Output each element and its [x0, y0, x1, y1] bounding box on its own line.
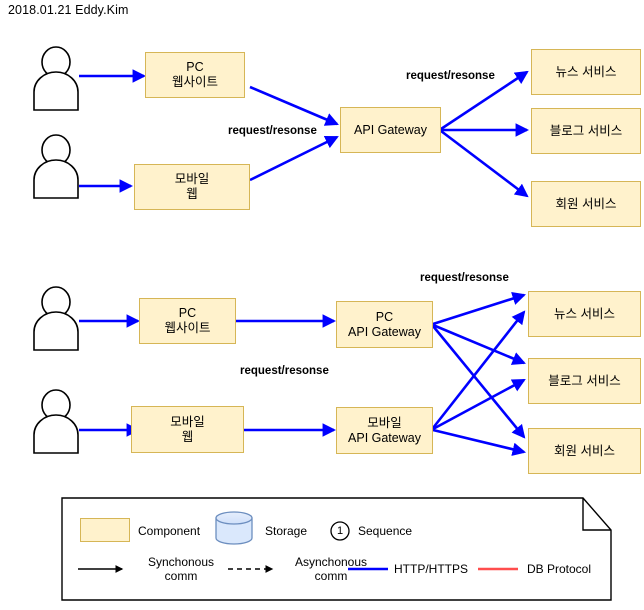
- legend-label-http: HTTP/HTTPS: [394, 562, 468, 576]
- node-mobile-web[interactable]: 모바일 웹: [134, 164, 250, 210]
- legend-label-db: DB Protocol: [527, 562, 592, 576]
- component-swatch: [80, 518, 130, 542]
- node-line: 뉴스 서비스: [554, 306, 615, 321]
- node-line: 웹: [181, 429, 194, 444]
- node-mobile-web[interactable]: 모바일 웹: [131, 406, 244, 453]
- legend-label-async: Asynchonous comm: [294, 555, 368, 583]
- legend-label-sequence: Sequence: [358, 524, 413, 538]
- actor-pc-user: [33, 46, 79, 111]
- node-member-service[interactable]: 회원 서비스: [528, 428, 641, 474]
- legend-label-component: Component: [138, 524, 201, 538]
- node-line: PC: [375, 309, 394, 324]
- node-pc-website[interactable]: PC 웹사이트: [145, 52, 245, 98]
- legend-frame: [61, 497, 612, 601]
- edge-group-top: [79, 69, 530, 198]
- legend-label-storage: Storage: [265, 524, 308, 538]
- edge-group-bottom: [79, 292, 527, 456]
- node-mobile-api-gateway[interactable]: 모바일 API Gateway: [336, 407, 433, 454]
- node-pc-website[interactable]: PC 웹사이트: [139, 298, 236, 344]
- node-line: API Gateway: [348, 324, 421, 339]
- node-line: 블로그 서비스: [548, 373, 621, 388]
- node-line: 모바일: [170, 414, 205, 429]
- node-line: 회원 서비스: [555, 196, 617, 211]
- node-line: 블로그 서비스: [549, 123, 623, 138]
- edge-label-gateway-service: request/resonse: [420, 272, 509, 284]
- sequence-circle-icon: [330, 521, 350, 541]
- node-line: 뉴스 서비스: [555, 64, 617, 79]
- node-line: 회원 서비스: [554, 443, 615, 458]
- node-line: 웹: [186, 187, 198, 201]
- node-line: 모바일: [174, 172, 210, 186]
- legend-label-sync: Synchonous comm: [147, 555, 215, 583]
- node-member-service[interactable]: 회원 서비스: [531, 181, 641, 227]
- edge-label-client-gateway: request/resonse: [228, 125, 317, 137]
- node-line: API Gateway: [354, 122, 427, 137]
- node-news-service[interactable]: 뉴스 서비스: [528, 291, 641, 337]
- edge-label-client-gateway: request/resonse: [240, 365, 329, 377]
- node-pc-api-gateway[interactable]: PC API Gateway: [336, 301, 433, 348]
- node-blog-service[interactable]: 블로그 서비스: [528, 358, 641, 404]
- node-api-gateway[interactable]: API Gateway: [340, 107, 441, 153]
- edge-label-gateway-service: request/resonse: [406, 70, 495, 82]
- node-blog-service[interactable]: 블로그 서비스: [531, 108, 641, 154]
- node-line: 모바일: [367, 415, 402, 430]
- node-news-service[interactable]: 뉴스 서비스: [531, 49, 641, 95]
- node-line: 웹사이트: [171, 75, 218, 89]
- node-line: PC: [186, 60, 204, 74]
- node-line: API Gateway: [348, 430, 421, 445]
- date-author-stamp: 2018.01.21 Eddy.Kim: [8, 3, 129, 17]
- node-line: 웹사이트: [164, 321, 211, 335]
- storage-cylinder-icon: [215, 511, 253, 545]
- actor-mobile-user: [33, 389, 79, 454]
- sequence-badge-number: 1: [337, 525, 344, 537]
- node-line: PC: [178, 306, 197, 320]
- actor-pc-user: [33, 286, 79, 351]
- actor-mobile-user: [33, 134, 79, 199]
